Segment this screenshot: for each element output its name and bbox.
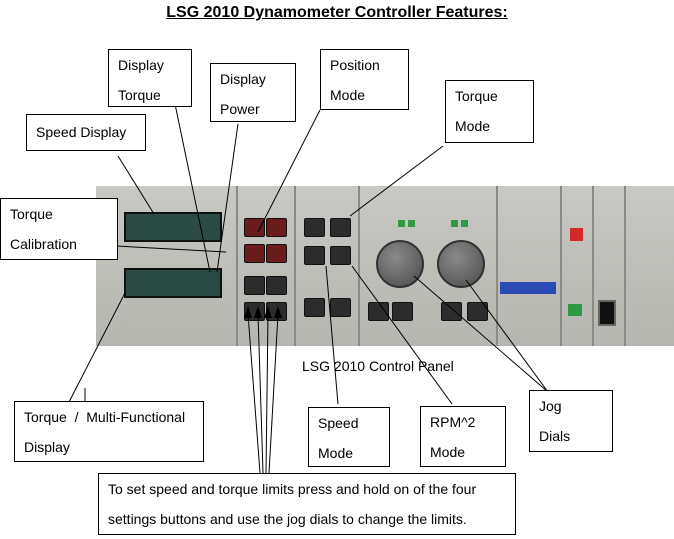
- label-line: Speed Display: [36, 124, 127, 140]
- label-line: Position: [330, 57, 380, 73]
- label-torque-calibration: Torque Calibration: [0, 198, 118, 260]
- label-line: Speed: [318, 415, 359, 431]
- label-line: Torque: [118, 87, 161, 103]
- control-panel-photo: [96, 186, 674, 346]
- label-line: Calibration: [10, 236, 77, 252]
- jog-dial-left: [376, 240, 424, 288]
- label-line: Torque: [455, 88, 498, 104]
- green-led: [461, 220, 468, 227]
- label-line: Dials: [539, 428, 571, 444]
- panel-button: [330, 218, 351, 237]
- panel-button: [266, 244, 287, 263]
- panel-caption: LSG 2010 Control Panel: [302, 358, 454, 374]
- powertrain-plaque: [500, 282, 556, 294]
- green-led: [398, 220, 405, 227]
- panel-button: [467, 302, 488, 321]
- power-switch: [598, 300, 616, 326]
- panel-button: [244, 276, 265, 295]
- label-position-mode: Position Mode: [320, 49, 409, 110]
- label-rpm2-mode: RPM^2 Mode: [420, 406, 506, 467]
- label-speed-mode: Speed Mode: [308, 407, 390, 467]
- label-line: Mode: [455, 118, 491, 134]
- label-line: Jog: [539, 398, 562, 414]
- panel-button: [244, 218, 265, 237]
- label-line: Display: [220, 71, 266, 87]
- panel-divider: [592, 186, 594, 346]
- green-led: [451, 220, 458, 227]
- label-line: Torque: [10, 206, 53, 222]
- panel-divider: [294, 186, 296, 346]
- panel-button: [330, 246, 351, 265]
- green-led: [408, 220, 415, 227]
- speed-display-screen: [124, 212, 222, 242]
- label-line: Display: [118, 57, 164, 73]
- label-display-torque: Display Torque: [108, 49, 192, 107]
- panel-divider: [624, 186, 626, 346]
- label-jog-dials: Jog Dials: [529, 390, 613, 452]
- label-line: Torque / Multi-Functional: [24, 409, 186, 425]
- panel-button: [304, 246, 325, 265]
- label-line: Mode: [330, 87, 366, 103]
- label-torque-mode: Torque Mode: [445, 80, 534, 143]
- label-speed-display: Speed Display: [26, 114, 146, 151]
- label-line: settings buttons and use the jog dials t…: [108, 511, 467, 527]
- panel-button: [304, 218, 325, 237]
- label-line: RPM^2: [430, 414, 476, 430]
- label-line: Display: [24, 439, 70, 455]
- panel-divider: [236, 186, 238, 346]
- panel-button: [304, 298, 325, 317]
- panel-button: [330, 298, 351, 317]
- label-line: Power: [220, 101, 260, 117]
- label-line: Mode: [318, 445, 354, 461]
- panel-button: [244, 244, 265, 263]
- page-title: LSG 2010 Dynamometer Controller Features…: [166, 4, 508, 21]
- panel-divider: [496, 186, 498, 346]
- label-display-power: Display Power: [210, 63, 296, 122]
- panel-button: [266, 276, 287, 295]
- label-line: To set speed and torque limits press and…: [108, 481, 477, 497]
- label-line: Mode: [430, 444, 466, 460]
- multi-function-display-screen: [124, 268, 222, 298]
- label-multi-functional-display: Torque / Multi-Functional Display: [14, 401, 204, 462]
- green-indicator: [568, 304, 582, 316]
- red-indicator: [570, 228, 583, 241]
- panel-divider: [560, 186, 562, 346]
- jog-dial-right: [437, 240, 485, 288]
- panel-button: [441, 302, 462, 321]
- label-limits-note: To set speed and torque limits press and…: [98, 473, 516, 535]
- panel-button: [266, 218, 287, 237]
- panel-divider: [358, 186, 360, 346]
- panel-button: [392, 302, 413, 321]
